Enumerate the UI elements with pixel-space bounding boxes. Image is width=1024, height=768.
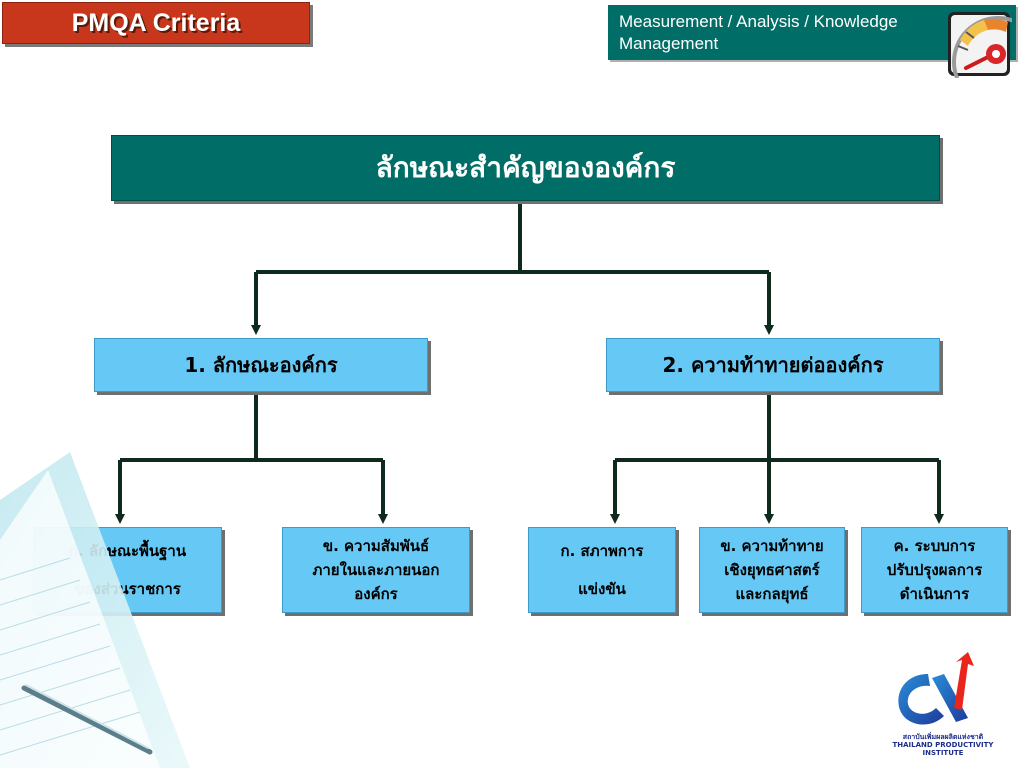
leaf-node-competitive-environment: ก. สภาพการ แข่งขัน: [528, 527, 676, 613]
leaf-line: ค. ระบบการ: [893, 537, 976, 555]
section-title: Measurement / Analysis / Knowledge Manag…: [619, 12, 898, 53]
leaf-node-performance-improvement: ค. ระบบการ ปรับปรุงผลการ ดำเนินการ: [861, 527, 1008, 613]
leaf-line: องค์กร: [354, 585, 398, 603]
leaf-line: แข่งขัน: [578, 580, 626, 598]
leaf-line: ภายในและภายนอก: [312, 561, 440, 579]
branch-node-label: 1. ลักษณะองค์กร: [184, 353, 338, 377]
leaf-line: ดำเนินการ: [899, 585, 970, 603]
tpi-logo-mark: [898, 652, 974, 725]
branch-node-challenges: 2. ความท้าทายต่อองค์กร: [606, 338, 940, 392]
criteria-badge: PMQA Criteria: [2, 2, 310, 44]
leaf-node-strategic-challenges: ข. ความท้าทาย เชิงยุทธศาสตร์ และกลยุทธ์: [699, 527, 845, 613]
leaf-line: ก. สภาพการ: [560, 542, 644, 560]
leaf-line: เชิงยุทธศาสตร์: [724, 561, 820, 579]
leaf-line: ปรับปรุงผลการ: [886, 561, 983, 579]
speedometer-gauge-icon: [948, 12, 1012, 78]
logo-name-en: THAILAND PRODUCTIVITY INSTITUTE: [892, 741, 994, 757]
tpi-logo-icon: สถาบันเพิ่มผลผลิตแห่งชาติ THAILAND PRODU…: [888, 652, 998, 757]
root-node-label: ลักษณะสำคัญขององค์กร: [375, 151, 676, 184]
leaf-line: ข. ความสัมพันธ์: [322, 537, 430, 555]
root-node: ลักษณะสำคัญขององค์กร: [111, 135, 940, 201]
logo-name-th: สถาบันเพิ่มผลผลิตแห่งชาติ: [902, 733, 984, 741]
leaf-line: ข. ความท้าทาย: [720, 537, 824, 555]
leaf-line: และกลยุทธ์: [735, 585, 809, 603]
branch-node-label: 2. ความท้าทายต่อองค์กร: [662, 353, 884, 377]
notebook-pen-decoration: [0, 452, 190, 768]
branch-node-organization: 1. ลักษณะองค์กร: [94, 338, 428, 392]
leaf-node-relationships: ข. ความสัมพันธ์ ภายในและภายนอก องค์กร: [282, 527, 470, 613]
badge-title: PMQA Criteria: [71, 8, 241, 37]
